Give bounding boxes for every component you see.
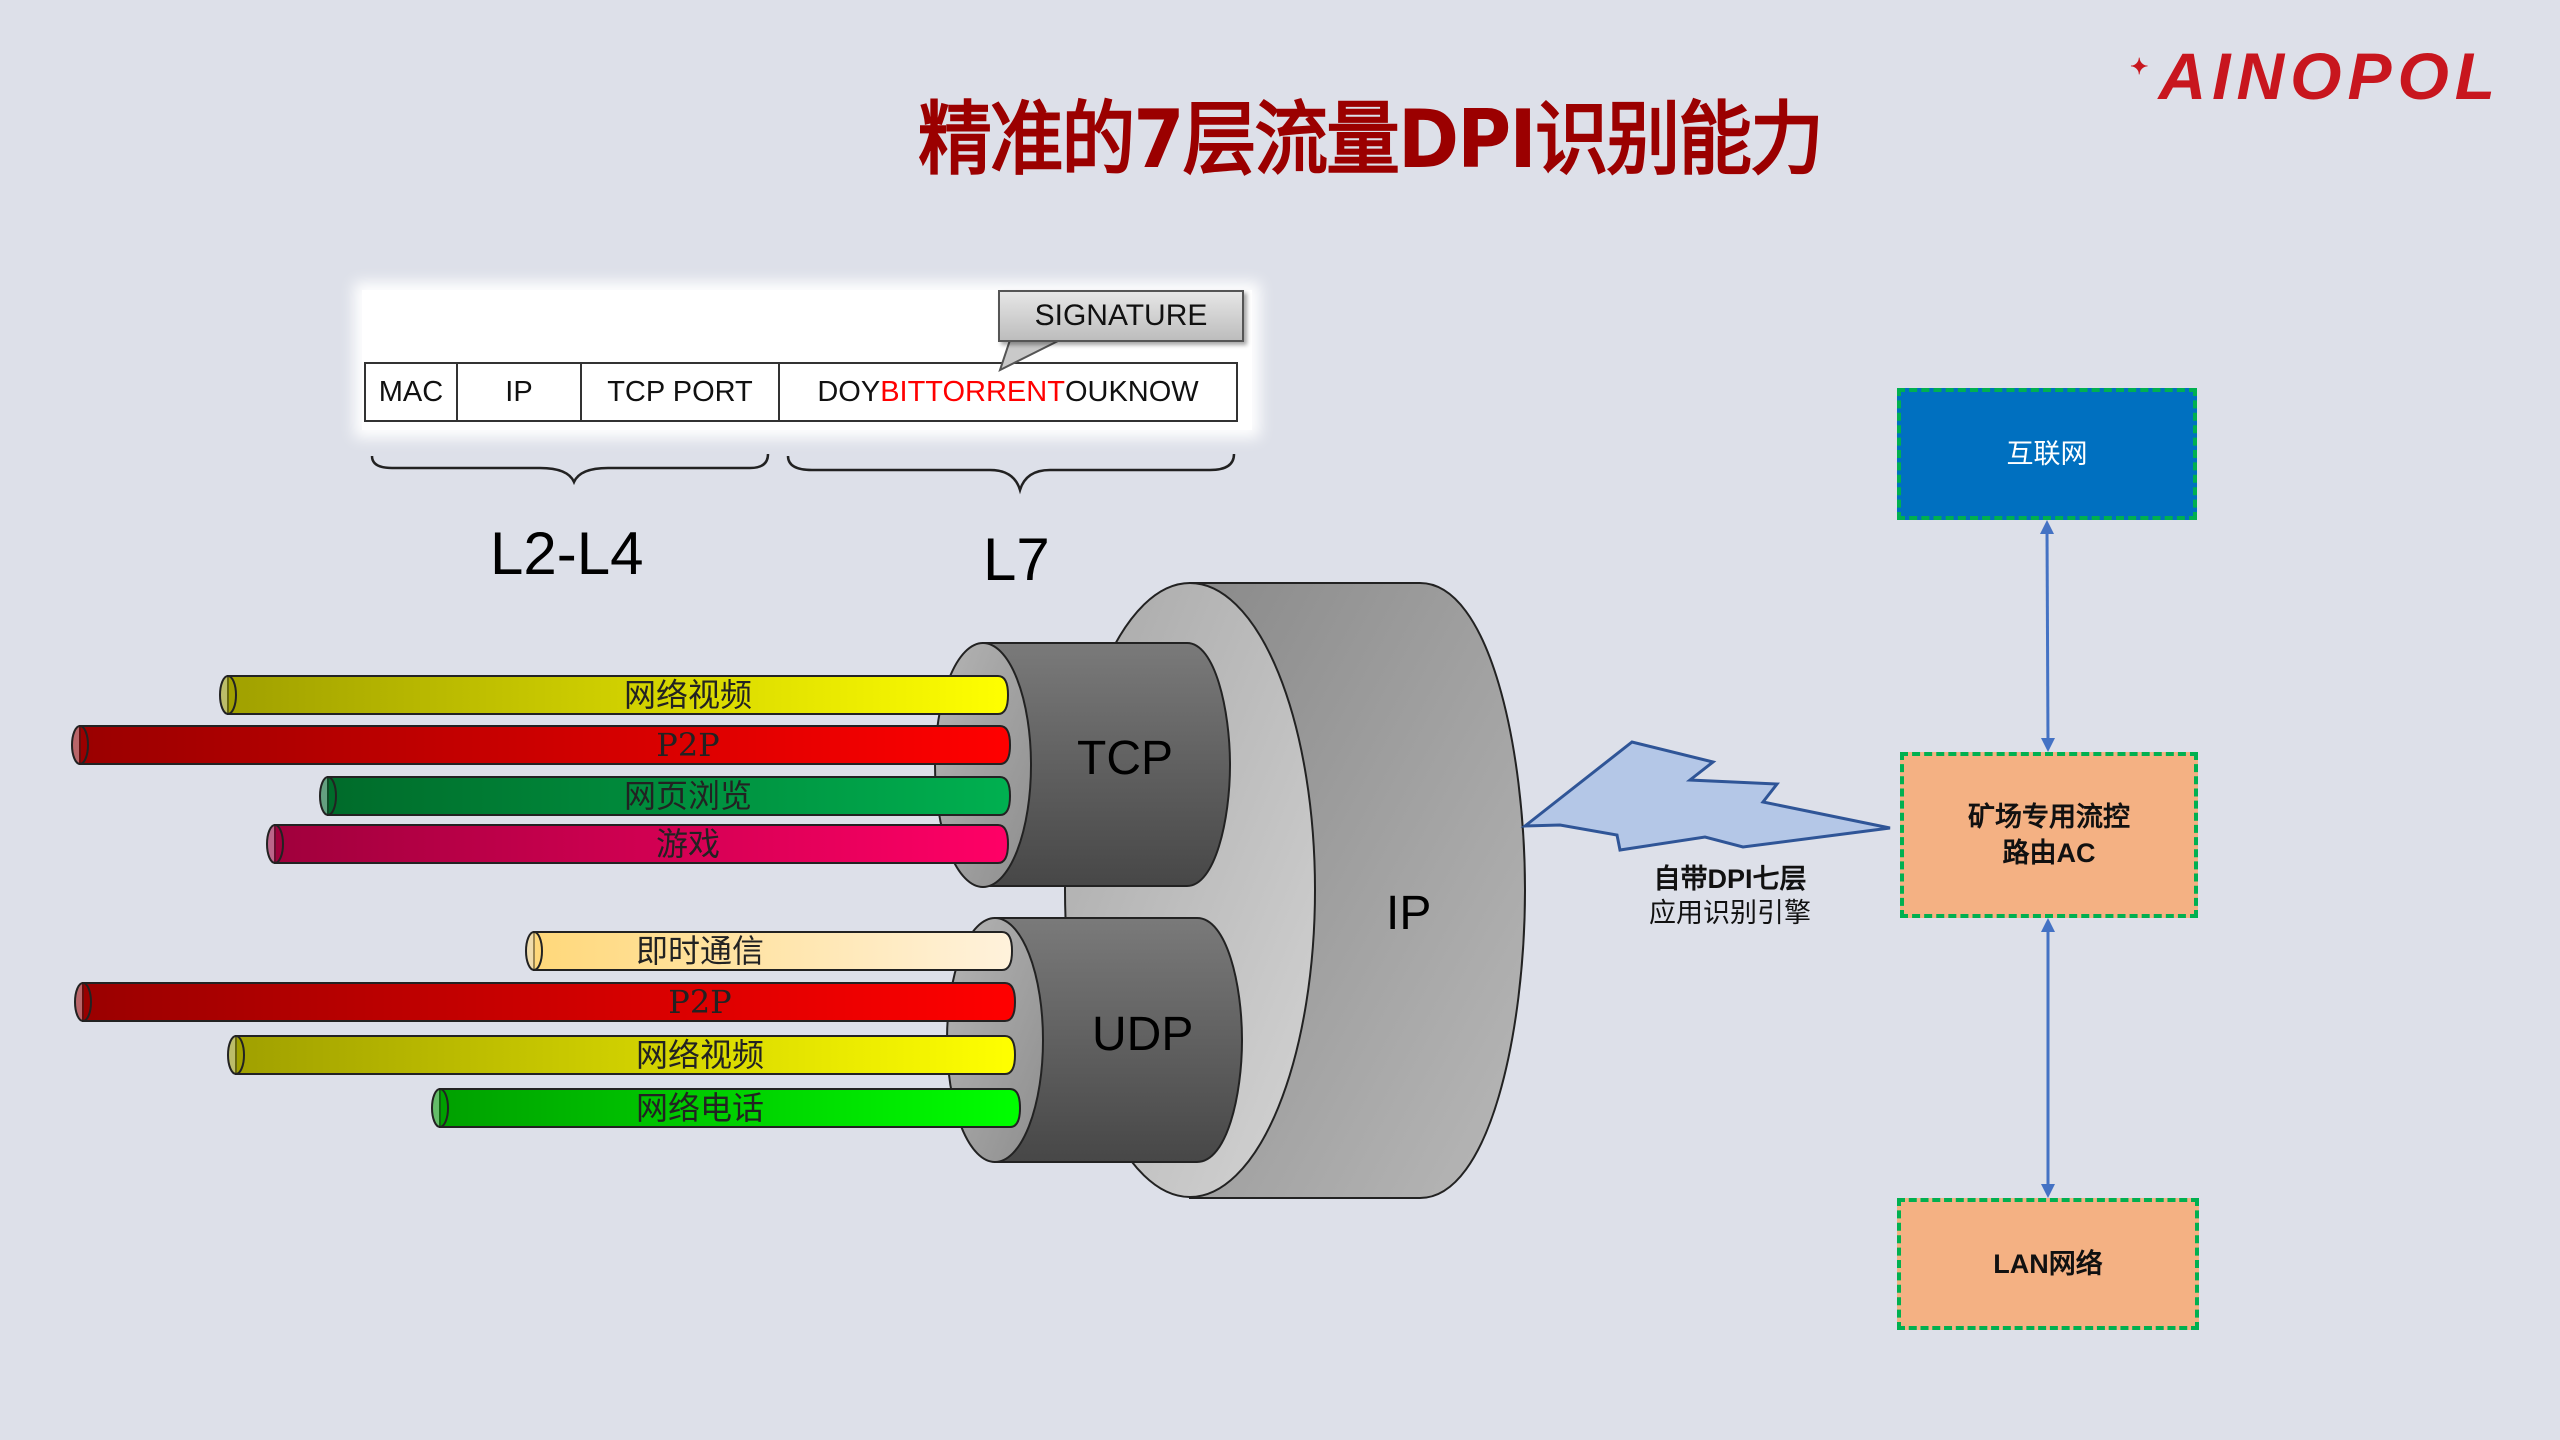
page-title: 精准的7层流量DPI识别能力: [918, 93, 1824, 186]
logo-text: AINOPOL: [2158, 39, 2502, 113]
pipe-tcp-3: [266, 824, 1010, 864]
pipe-label: 网络视频: [635, 1036, 764, 1074]
ip-label: IP: [1386, 887, 1432, 940]
pipe-tcp-0: [219, 675, 1010, 715]
pipe-label: 网络视频: [623, 676, 752, 714]
pipe-body: [235, 1035, 1017, 1075]
pipe-end-cap: [431, 1088, 449, 1128]
pipe-body: [227, 675, 1010, 715]
pipe-body: [533, 931, 1014, 971]
sparkle-icon: ✦: [2130, 54, 2155, 79]
pipe-end-cap: [525, 931, 543, 971]
brand-logo: ✦ AINOPOL: [2130, 38, 2501, 114]
field-tcp-port: TCP PORT: [582, 364, 780, 420]
pipe-udp-3: [431, 1088, 1022, 1128]
lightning-bolt-icon: [1520, 740, 1891, 852]
pipe-label: 即时通信: [635, 932, 764, 970]
pipe-body: [439, 1088, 1022, 1128]
pipe-body: [82, 982, 1017, 1022]
layer-label-l2-l4: L2-L4: [490, 520, 644, 587]
payload-signature: BITTORRENT: [880, 376, 1065, 408]
payload-prefix: DOY: [817, 376, 881, 408]
pipe-udp-2: [227, 1035, 1017, 1075]
pipe-end-cap: [227, 1035, 245, 1075]
pipe-end-cap: [319, 776, 337, 816]
pipe-udp-1: [74, 982, 1017, 1022]
layer-label-l7: L7: [983, 526, 1050, 593]
dpi-engine-caption: 自带DPI七层 应用识别引擎: [1595, 862, 1865, 930]
brace-l2-l4: [370, 453, 770, 486]
lan-node: LAN网络: [1897, 1198, 2199, 1330]
signature-callout: SIGNATURE: [998, 290, 1244, 342]
pipe-label: 网页浏览: [623, 777, 752, 815]
dpi-caption-line1: 自带DPI七层: [1653, 864, 1807, 894]
pipe-tcp-1: [71, 725, 1012, 765]
brace-l7: [786, 453, 1236, 495]
pipe-label: 游戏: [655, 825, 720, 863]
pipe-body: [327, 776, 1012, 816]
tcp-label: TCP: [1077, 732, 1173, 785]
pipe-label: P2P: [656, 726, 720, 764]
router-ac-node: 矿场专用流控 路由AC: [1900, 752, 2198, 918]
pipe-label: 网络电话: [635, 1089, 764, 1127]
router-line1: 矿场专用流控: [1968, 801, 2130, 832]
payload-suffix: OUKNOW: [1064, 376, 1199, 408]
pipe-label: P2P: [668, 983, 732, 1021]
pipe-udp-0: [525, 931, 1014, 971]
pipe-end-cap: [71, 725, 89, 765]
dpi-caption-line2: 应用识别引擎: [1649, 898, 1811, 928]
pipe-end-cap: [74, 982, 92, 1022]
internet-node: 互联网: [1897, 388, 2197, 520]
pipe-body: [79, 725, 1012, 765]
router-line2: 路由AC: [2002, 838, 2096, 868]
field-ip: IP: [458, 364, 582, 420]
bidirectional-arrow-ac-lan: [2041, 918, 2055, 1198]
pipe-tcp-2: [319, 776, 1012, 816]
field-mac: MAC: [366, 364, 458, 420]
bidirectional-arrow-internet-ac: [2040, 520, 2055, 752]
udp-label: UDP: [1092, 1008, 1194, 1061]
pipe-end-cap: [219, 675, 237, 715]
pipe-body: [274, 824, 1010, 864]
pipe-end-cap: [266, 824, 284, 864]
